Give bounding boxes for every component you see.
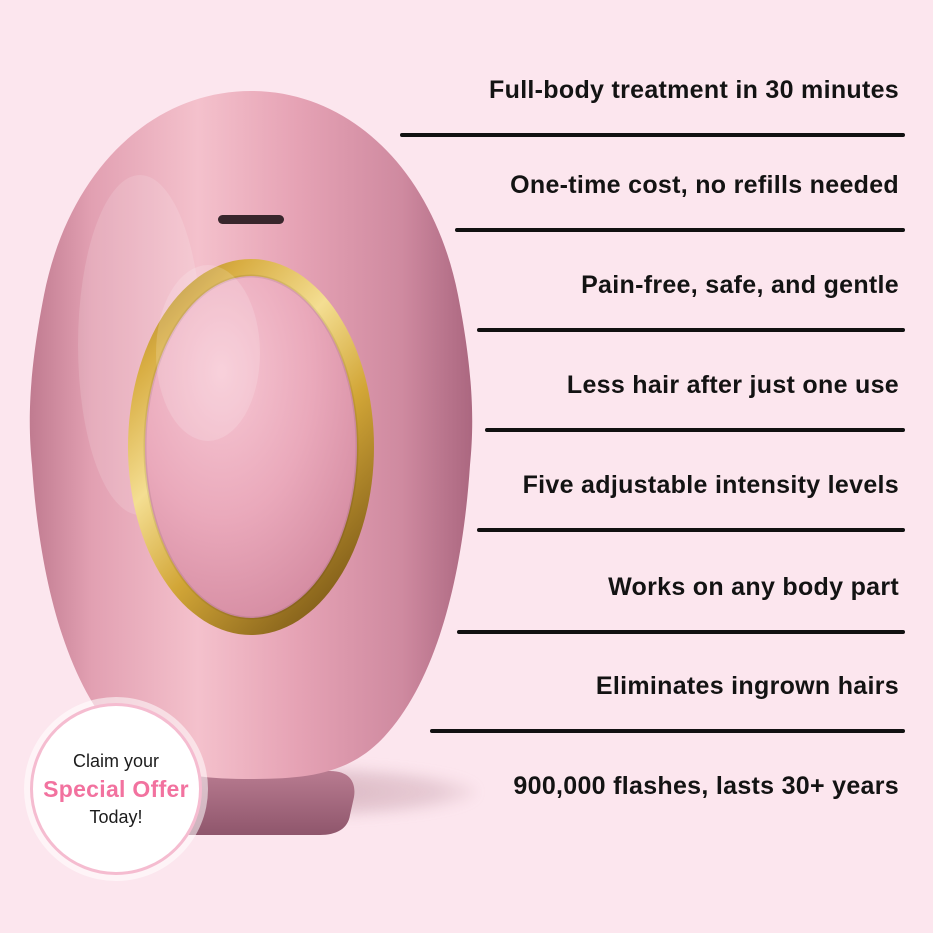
feature-label: 900,000 flashes, lasts 30+ years bbox=[513, 772, 899, 800]
feature-divider bbox=[477, 528, 905, 532]
feature-row: Full-body treatment in 30 minutes bbox=[400, 73, 905, 137]
feature-divider bbox=[485, 428, 905, 432]
ipl-hair-removal-device-illustration bbox=[29, 91, 473, 835]
offer-text-top: Claim your bbox=[72, 751, 160, 771]
feature-divider bbox=[400, 133, 905, 137]
feature-label: Pain-free, safe, and gentle bbox=[581, 271, 899, 299]
feature-row: Pain-free, safe, and gentle bbox=[477, 268, 905, 332]
feature-divider bbox=[457, 630, 905, 634]
feature-label: Less hair after just one use bbox=[566, 371, 899, 399]
feature-label: Five adjustable intensity levels bbox=[522, 471, 899, 499]
feature-divider bbox=[430, 729, 905, 733]
feature-label: Works on any body part bbox=[608, 573, 899, 601]
feature-row: Works on any body part bbox=[457, 570, 905, 634]
feature-divider bbox=[477, 328, 905, 332]
feature-label: Full-body treatment in 30 minutes bbox=[489, 76, 899, 104]
offer-text-bottom: Today! bbox=[89, 807, 143, 827]
feature-row: One-time cost, no refills needed bbox=[455, 168, 905, 232]
special-offer-badge[interactable]: Claim your Special Offer Today! bbox=[30, 703, 202, 875]
feature-label: Eliminates ingrown hairs bbox=[595, 672, 899, 700]
device-flash-window bbox=[145, 276, 357, 618]
feature-row: Five adjustable intensity levels bbox=[477, 468, 905, 532]
offer-text-accent: Special Offer bbox=[43, 776, 189, 802]
feature-row: Less hair after just one use bbox=[485, 368, 905, 432]
feature-row: 900,000 flashes, lasts 30+ years bbox=[513, 769, 905, 803]
feature-row: Eliminates ingrown hairs bbox=[430, 669, 905, 733]
feature-divider bbox=[455, 228, 905, 232]
feature-label: One-time cost, no refills needed bbox=[510, 171, 899, 199]
device-vent-slit bbox=[218, 215, 284, 224]
